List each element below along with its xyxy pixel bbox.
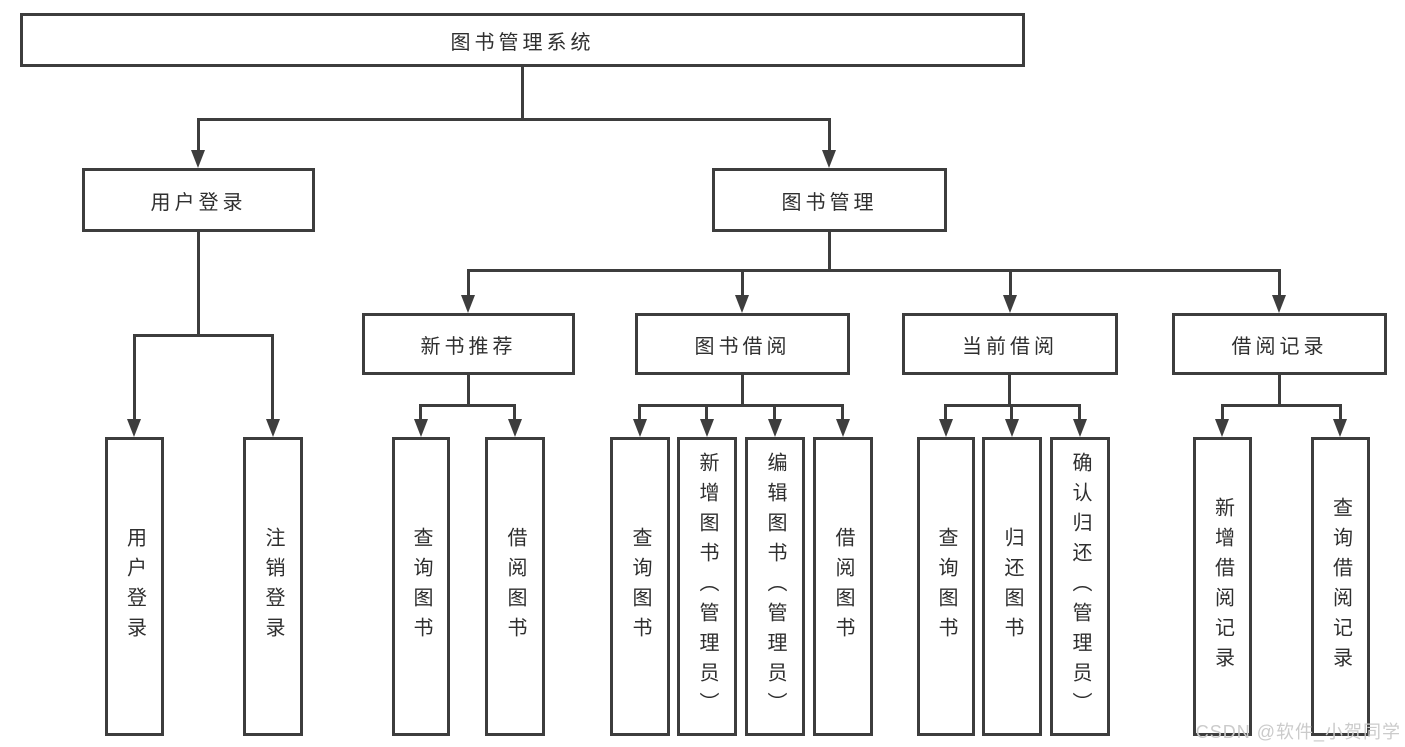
connector-line: [197, 232, 200, 337]
connector-line: [741, 269, 744, 297]
connector-line: [841, 404, 844, 421]
arrow-down-icon: [1333, 419, 1347, 437]
csdn-watermark: CSDN @软件_小贺同学: [1195, 722, 1401, 742]
leaf-user-login-label: 用户登录: [123, 526, 146, 647]
node-new-book-recommend-label: 新书推荐: [420, 335, 517, 358]
connector-line: [521, 67, 524, 121]
connector-line: [467, 375, 470, 406]
leaf-recommend-query-books-label: 查询图书: [410, 526, 432, 647]
connector-line: [133, 334, 136, 421]
node-borrow-record-label: 借阅记录: [1231, 335, 1328, 358]
connector-line: [944, 404, 947, 421]
connector-line: [741, 375, 744, 406]
connector-line: [271, 334, 274, 421]
leaf-borrow-edit-books-admin-label: 编辑图书（管理员）: [764, 451, 786, 722]
node-current-borrow-label: 当前借阅: [962, 335, 1058, 358]
leaf-current-return-books-label: 归还图书: [1001, 526, 1023, 647]
leaf-current-return-books: 归还图书: [982, 437, 1042, 736]
node-book-borrow: 图书借阅: [635, 313, 850, 375]
connector-line: [467, 269, 470, 297]
connector-line: [828, 118, 831, 152]
connector-line: [705, 404, 708, 421]
node-current-borrow: 当前借阅: [902, 313, 1118, 375]
leaf-record-query-record-label: 查询借阅记录: [1329, 496, 1352, 677]
leaf-record-add-record: 新增借阅记录: [1193, 437, 1252, 736]
leaf-current-query-books-label: 查询图书: [935, 526, 957, 647]
connector-line: [1221, 404, 1224, 421]
connector-line: [828, 232, 831, 272]
connector-line: [419, 404, 516, 407]
connector-line: [1339, 404, 1342, 421]
connector-line: [467, 269, 1281, 272]
connector-line: [773, 404, 776, 421]
node-new-book-recommend: 新书推荐: [362, 313, 575, 375]
arrow-down-icon: [1073, 419, 1087, 437]
arrow-down-icon: [266, 419, 280, 437]
leaf-borrow-query-books-label: 查询图书: [629, 526, 651, 647]
arrow-down-icon: [1272, 295, 1286, 313]
leaf-borrow-borrow-books-label: 借阅图书: [832, 526, 854, 647]
node-book-management: 图书管理: [712, 168, 947, 232]
leaf-borrow-add-books-admin: 新增图书（管理员）: [677, 437, 737, 736]
arrow-down-icon: [414, 419, 428, 437]
node-root-label: 图书管理系统: [450, 31, 595, 54]
connector-line: [1078, 404, 1081, 421]
arrow-down-icon: [191, 150, 205, 168]
arrow-down-icon: [1003, 295, 1017, 313]
arrow-down-icon: [768, 419, 782, 437]
arrow-down-icon: [1005, 419, 1019, 437]
arrow-down-icon: [836, 419, 850, 437]
arrow-down-icon: [735, 295, 749, 313]
connector-line: [1278, 375, 1281, 406]
arrow-down-icon: [633, 419, 647, 437]
arrow-down-icon: [939, 419, 953, 437]
leaf-borrow-add-books-admin-label: 新增图书（管理员）: [696, 451, 718, 722]
leaf-borrow-edit-books-admin: 编辑图书（管理员）: [745, 437, 805, 736]
leaf-user-login: 用户登录: [105, 437, 164, 736]
leaf-borrow-borrow-books: 借阅图书: [813, 437, 873, 736]
node-user-login-label: 用户登录: [150, 191, 247, 214]
node-root: 图书管理系统: [20, 13, 1025, 67]
arrow-down-icon: [700, 419, 714, 437]
connector-line: [1009, 269, 1012, 297]
connector-line: [513, 404, 516, 421]
leaf-recommend-borrow-books-label: 借阅图书: [504, 526, 526, 647]
connector-line: [1278, 269, 1281, 297]
connector-line: [1221, 404, 1342, 407]
connector-line: [133, 334, 274, 337]
connector-line: [1008, 375, 1011, 406]
leaf-logout-label: 注销登录: [262, 526, 284, 647]
node-borrow-record: 借阅记录: [1172, 313, 1387, 375]
connector-line: [1010, 404, 1013, 421]
arrow-down-icon: [127, 419, 141, 437]
node-user-login: 用户登录: [82, 168, 315, 232]
node-book-borrow-label: 图书借阅: [694, 335, 791, 358]
leaf-recommend-query-books: 查询图书: [392, 437, 450, 736]
connector-line: [638, 404, 641, 421]
connector-line: [638, 404, 844, 407]
connector-line: [419, 404, 422, 421]
leaf-current-confirm-return-admin-label: 确认归还（管理员）: [1069, 451, 1091, 722]
node-book-management-label: 图书管理: [781, 191, 878, 214]
connector-line: [197, 118, 200, 152]
leaf-current-query-books: 查询图书: [917, 437, 975, 736]
leaf-record-add-record-label: 新增借阅记录: [1211, 496, 1234, 677]
connector-line: [197, 118, 831, 121]
arrow-down-icon: [461, 295, 475, 313]
leaf-borrow-query-books: 查询图书: [610, 437, 670, 736]
leaf-recommend-borrow-books: 借阅图书: [485, 437, 545, 736]
arrow-down-icon: [1215, 419, 1229, 437]
leaf-logout: 注销登录: [243, 437, 303, 736]
leaf-current-confirm-return-admin: 确认归还（管理员）: [1050, 437, 1110, 736]
arrow-down-icon: [508, 419, 522, 437]
arrow-down-icon: [822, 150, 836, 168]
leaf-record-query-record: 查询借阅记录: [1311, 437, 1370, 736]
